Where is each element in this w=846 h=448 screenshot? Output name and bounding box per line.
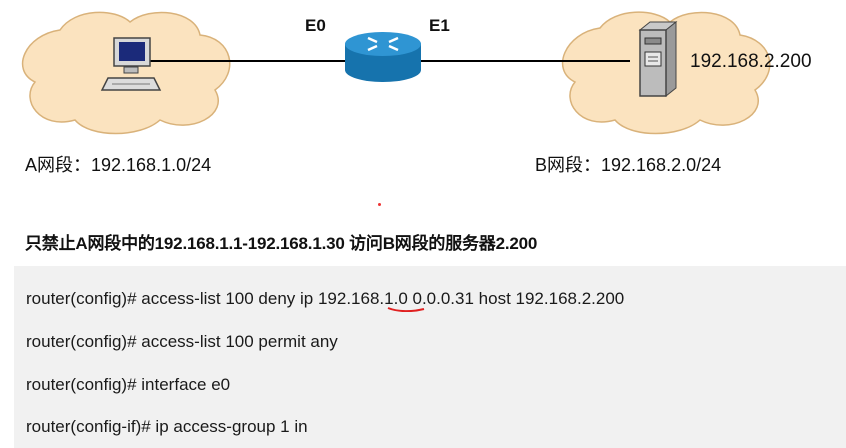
network-diagram (21, 11, 771, 135)
code-line: router(config)# access-list 100 permit a… (26, 332, 338, 351)
interface-e1-label: E1 (429, 16, 450, 35)
underline-annotation (387, 307, 425, 312)
server-icon (638, 20, 678, 98)
code-line: router(config-if)# ip access-group 1 in (26, 417, 308, 436)
code-line: router(config)# interface e0 (26, 375, 231, 394)
code-line: router(config)# access-list 100 deny ip … (26, 289, 625, 308)
page-title: 只禁止A网段中的192.168.1.1-192.168.1.30 访问B网段的服… (25, 234, 538, 253)
server-ip-label: 192.168.2.200 (690, 51, 812, 72)
annotation-dot (378, 203, 381, 206)
segment-a-label: A网段：192.168.1.0/24 (25, 155, 212, 175)
interface-e0-label: E0 (305, 16, 326, 35)
pc-icon (100, 37, 162, 91)
router-icon (345, 32, 421, 82)
segment-b-label: B网段：192.168.2.0/24 (535, 155, 722, 175)
code-block: router(config)# access-list 100 deny ip … (14, 266, 846, 448)
